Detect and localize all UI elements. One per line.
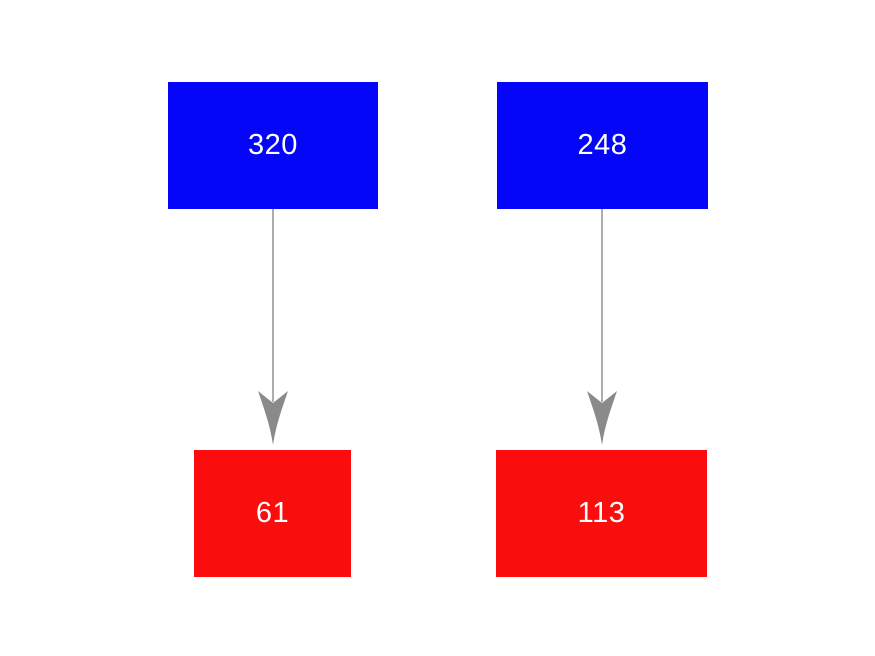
arrow-head-icon — [587, 391, 617, 445]
flow-node-target-1: 61 — [194, 450, 351, 577]
down-arrow-edge-2 — [587, 209, 617, 445]
arrow-head-icon — [258, 391, 288, 445]
node-label-source-1: 320 — [248, 129, 298, 161]
down-arrow-edge-1 — [258, 209, 288, 445]
node-label-target-2: 113 — [577, 497, 626, 529]
flow-node-source-1: 320 — [168, 82, 378, 209]
node-label-target-1: 61 — [255, 497, 290, 529]
node-label-source-2: 248 — [577, 129, 628, 161]
flow-node-target-2: 113 — [496, 450, 707, 577]
flow-node-source-2: 248 — [497, 82, 708, 209]
